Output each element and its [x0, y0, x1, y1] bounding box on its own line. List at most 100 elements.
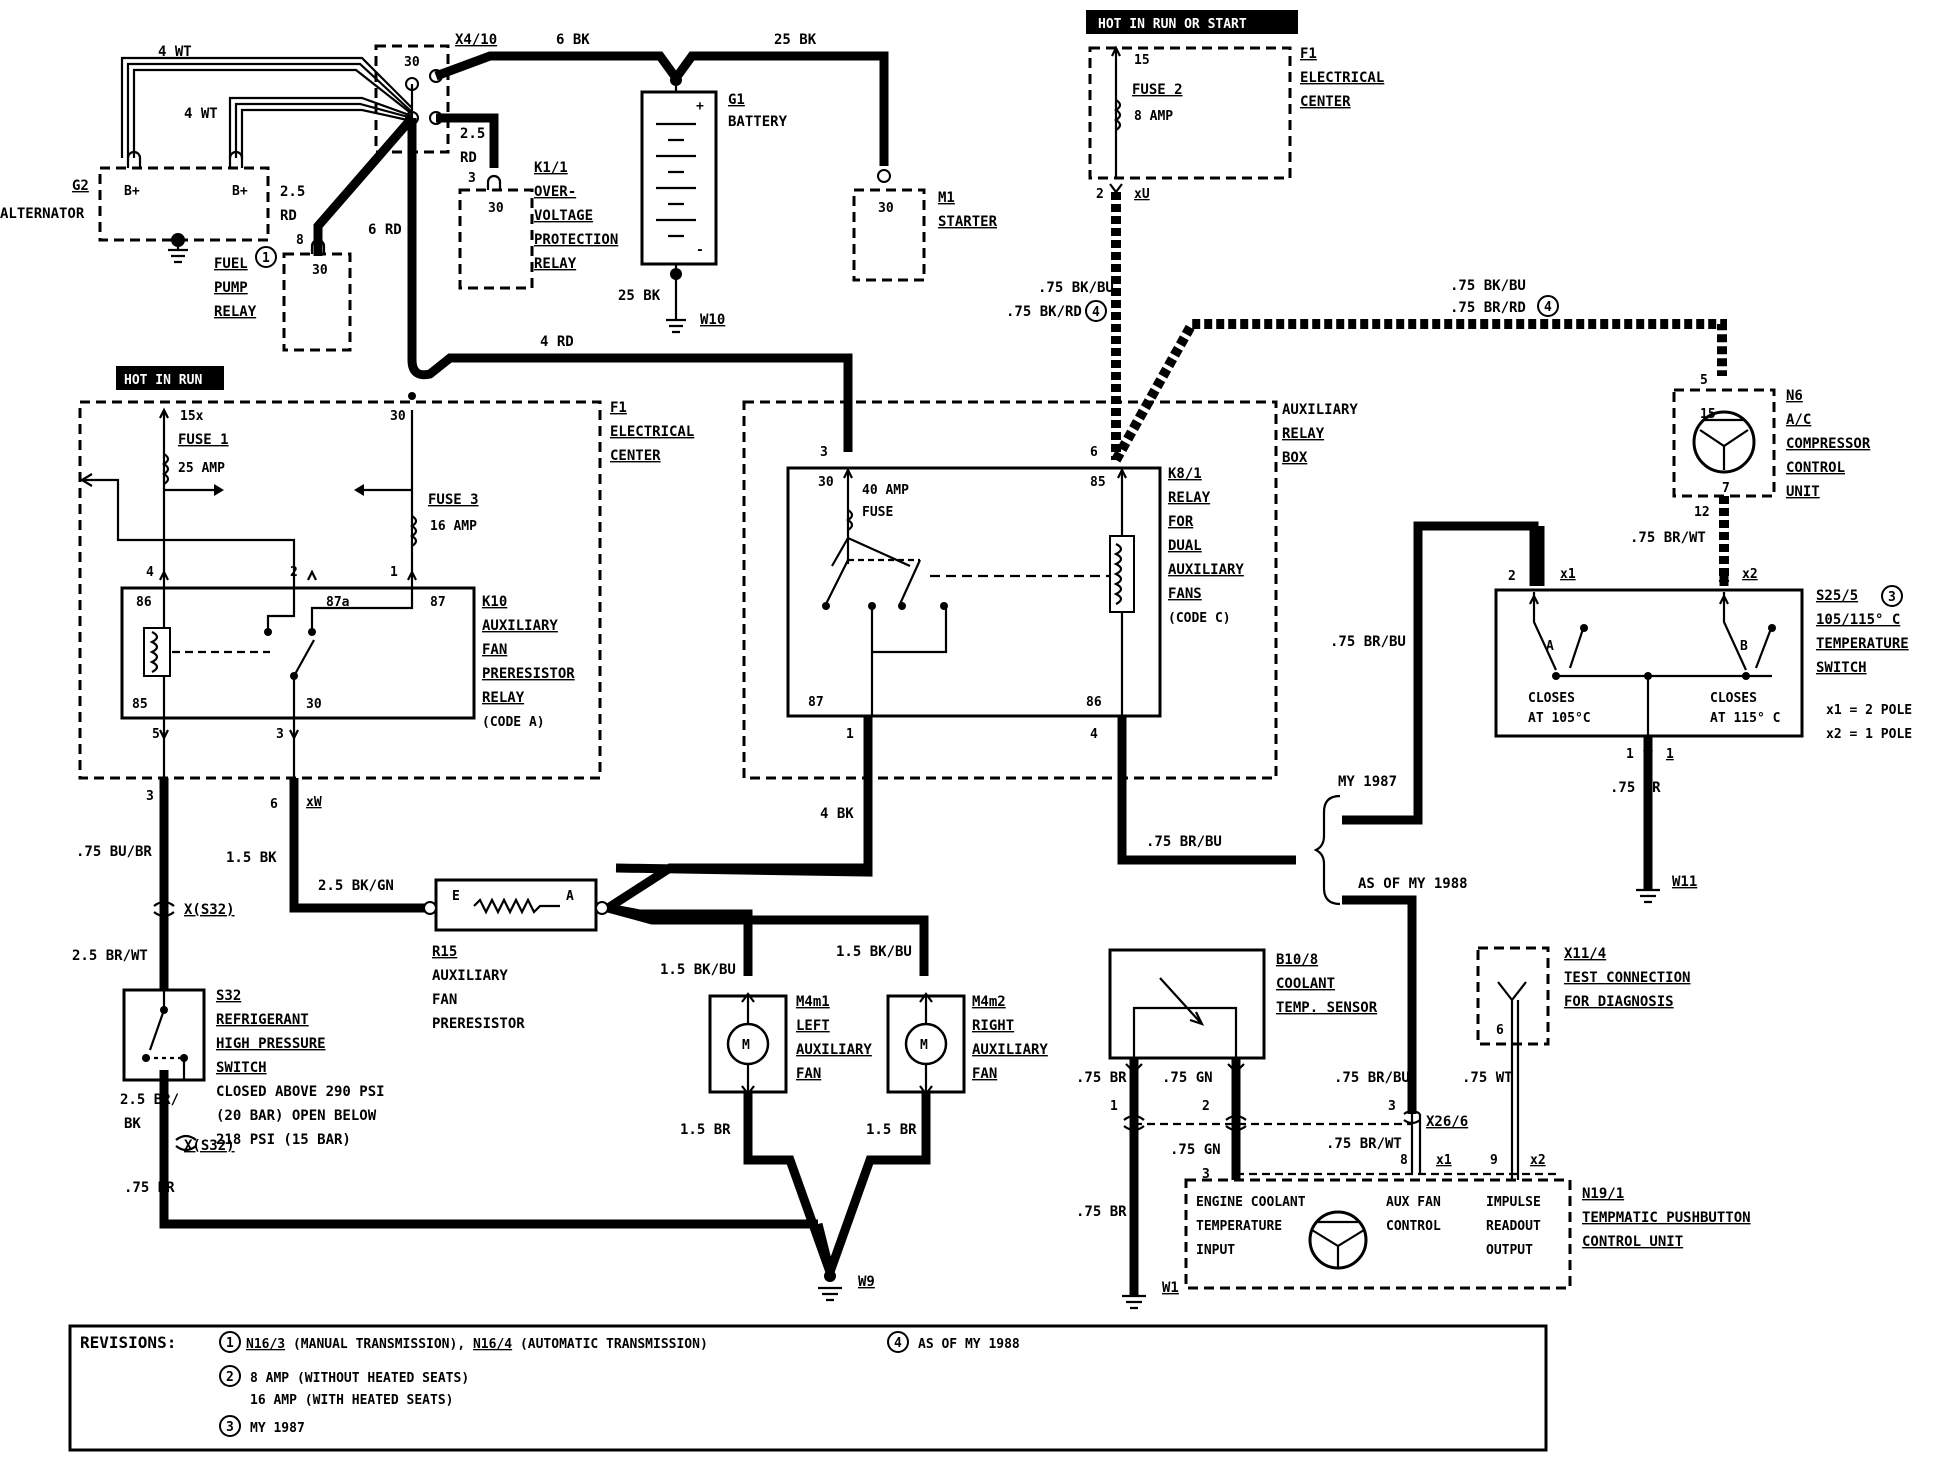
test-connection-x11-4: 6 X11/4 TEST CONNECTION FOR DIAGNOSIS	[1476, 946, 1690, 1180]
f1-top-conn: xU	[1134, 187, 1150, 202]
ground-icon-w1	[1122, 1294, 1146, 1310]
fan-m4m2: M M4m2 RIGHT AUXILIARY FAN	[886, 992, 1048, 1096]
wire-n3: 3	[146, 789, 154, 804]
wire-label-15bkbu-a: 1.5 BK/BU	[660, 962, 736, 978]
n191-c1: ENGINE COOLANT	[1196, 1195, 1306, 1210]
b108-line2: TEMP. SENSOR	[1276, 1000, 1378, 1016]
temp-switch-s25-5: 2 x1 x2 A B CLOSES AT 105°C CLOSES AT 11…	[1330, 521, 1912, 904]
overvoltage-relay-k1-1: 30 3 K1/1 OVER- VOLTAGE PROTECTION RELAY	[458, 160, 618, 290]
s32-line1: REFRIGERANT	[216, 1012, 309, 1028]
k81-n3: 3	[820, 445, 828, 460]
r15-e: E	[452, 889, 460, 904]
coolant-sensor-b10-8: B10/8 COOLANT TEMP. SENSOR .75 BR .75 GN…	[1076, 948, 1560, 1310]
wire-n3c: 3	[1202, 1167, 1210, 1182]
k10-p87a: 87a	[326, 595, 350, 610]
m4m1-id: M4m1	[796, 994, 830, 1010]
wire-label-75gn-b: .75 GN	[1170, 1142, 1221, 1158]
x410-id: X4/10	[455, 32, 497, 48]
revisions-box: REVISIONS: 1 N16/3 (MANUAL TRANSMISSION)…	[68, 1324, 1548, 1452]
pressure-switch-s32: S32 REFRIGERANT HIGH PRESSURE SWITCH CLO…	[122, 988, 385, 1148]
k10-id: K10	[482, 594, 507, 610]
tempmatic-n19-1: 8 x1 9 x2 ENGINE COOLANT TEMPERATURE INP…	[1184, 1153, 1751, 1290]
relay-k8-1: 3 6 30 85 87 86 40 AMP FUSE K8/1 RELAY F…	[615, 445, 1296, 877]
k10-n2: 2	[290, 565, 298, 580]
k81-p85: 85	[1090, 475, 1106, 490]
n191-c5: CONTROL	[1386, 1219, 1441, 1234]
k11-line3: PROTECTION	[534, 232, 618, 248]
fuel-pump-relay: 30 8 FUEL PUMP RELAY 1	[214, 233, 352, 352]
rev2-a: 8 AMP (WITHOUT HEATED SEATS)	[250, 1371, 469, 1386]
f1-top-line1: ELECTRICAL	[1300, 70, 1384, 86]
f1-left-30: 30	[390, 409, 406, 424]
n191-c3: INPUT	[1196, 1243, 1235, 1258]
wire-label-75brbu-a: .75 BR/BU	[1330, 634, 1406, 650]
f1-left-line2: CENTER	[610, 448, 661, 464]
preresistor-r15: E A R15 AUXILIARY FAN PRERESISTOR 1.5 BK…	[423, 863, 929, 1032]
wires-to-n19-1: .75 BR/BU .75 WT 3 X26/6 .75 BR/WT	[1326, 1070, 1513, 1174]
relay-k10: 4 2 1 86 87a 87 85 30 5 3 K10 AUXILIARY …	[120, 565, 575, 778]
ground-w9-label: W9	[858, 1274, 875, 1290]
wire-k81-to-n6: .75 BK/BU .75 BR/RD 4	[1111, 278, 1727, 463]
n6-p15: 15	[1700, 407, 1716, 422]
wire-label-75brwt: .75 BR/WT	[1630, 530, 1706, 546]
r15-line2: FAN	[432, 992, 457, 1008]
rev3-a: MY 1987	[250, 1421, 305, 1436]
n191-c8: OUTPUT	[1486, 1243, 1533, 1258]
asof1988-label: AS OF MY 1988	[1358, 876, 1468, 892]
wire-label-4bk: 4 BK	[820, 806, 854, 822]
wire-x-s32-a: X(S32)	[184, 902, 235, 918]
k81-fuse: FUSE	[862, 505, 893, 520]
rev1-num: 1	[226, 1336, 234, 1351]
k81-fuse-amp: 40 AMP	[862, 483, 909, 498]
fuse1-label: FUSE 1	[178, 432, 229, 448]
s32-note3: 218 PSI (15 BAR)	[216, 1132, 351, 1148]
n191-x1: x1	[1436, 1153, 1452, 1168]
wire-label-25bk-bot: 25 BK	[618, 288, 661, 304]
f1-top-pin: 15	[1134, 53, 1150, 68]
wire-label-75wt: .75 WT	[1462, 1070, 1513, 1086]
wire-label-75bkbu-b: .75 BK/BU	[1450, 278, 1526, 294]
alternator-pin-b2: B+	[232, 184, 248, 199]
starter-id: M1	[938, 190, 955, 206]
s255-closes-a: CLOSES	[1528, 691, 1575, 706]
battery-plus: +	[696, 99, 704, 114]
ground-icon-w10	[666, 318, 686, 334]
starter-name: STARTER	[938, 214, 998, 230]
wire-x266: X26/6	[1426, 1114, 1468, 1130]
m4m1-line1: LEFT	[796, 1018, 830, 1034]
rev4-a: AS OF MY 1988	[918, 1337, 1020, 1352]
hot-run-start-text: HOT IN RUN OR START	[1098, 17, 1247, 32]
s32-note2: (20 BAR) OPEN BELOW	[216, 1108, 377, 1124]
n191-p9: 9	[1490, 1153, 1498, 1168]
k11-pin: 30	[488, 201, 504, 216]
n191-c6: IMPULSE	[1486, 1195, 1541, 1210]
fuel-line2: PUMP	[214, 280, 248, 296]
fuel-pin-no: 8	[296, 233, 304, 248]
k10-n1: 1	[390, 565, 398, 580]
k10-line3: PRERESISTOR	[482, 666, 575, 682]
k10-line4: RELAY	[482, 690, 525, 706]
k81-code: (CODE C)	[1168, 611, 1231, 626]
m4m2-m: M	[920, 1038, 928, 1053]
fuel-line1: FUEL	[214, 256, 248, 272]
ac-compressor-n6: 15 7 5 12 N6 A/C COMPRESSOR CONTROL UNIT…	[1630, 373, 1871, 582]
n191-x2: x2	[1530, 1153, 1546, 1168]
k10-p86: 86	[136, 595, 152, 610]
k10-n5: 5	[152, 727, 160, 742]
k81-n6: 6	[1090, 445, 1098, 460]
f1-top-pin-no: 2	[1096, 187, 1104, 202]
n6-p12: 12	[1694, 505, 1710, 520]
ground-w10-label: W10	[700, 312, 725, 328]
hot-run-text: HOT IN RUN	[124, 373, 202, 388]
m4m1-line3: FAN	[796, 1066, 821, 1082]
rev3-num: 3	[226, 1420, 234, 1435]
s255-at-b: AT 115° C	[1710, 711, 1780, 726]
aux-box-line2: RELAY	[1282, 426, 1325, 442]
fuel-line3: RELAY	[214, 304, 257, 320]
m4m1-m: M	[742, 1038, 750, 1053]
rev2-num: 2	[226, 1370, 234, 1385]
ground-w11-label: W11	[1672, 874, 1697, 890]
k10-n4: 4	[146, 565, 154, 580]
wire-label-25rd-c: 2.5	[280, 184, 305, 200]
